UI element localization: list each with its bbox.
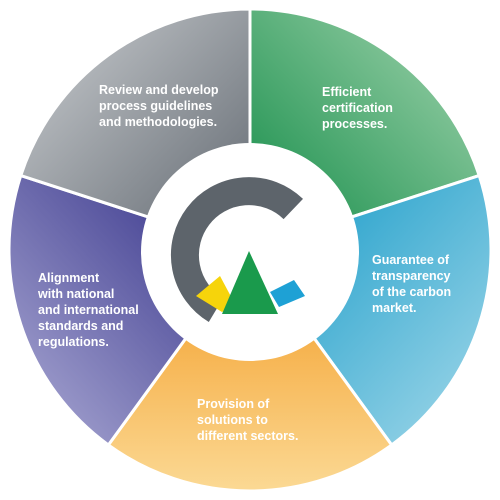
label-review-line1: Review and develop [99,83,219,97]
label-alignment-line2: with national [37,287,114,301]
segment-solutions [106,247,394,493]
label-solutions-line3: different sectors. [197,429,298,443]
label-certification-line3: processes. [322,117,387,131]
label-solutions-line2: solutions to [197,413,268,427]
label-certification-line1: Efficient [322,85,372,99]
label-solutions-line1: Provision of [197,397,270,411]
label-solutions: Provision of solutions to different sect… [197,397,298,443]
label-transparency: Guarantee of transparency of the carbon … [372,253,455,315]
label-alignment-line5: regulations. [38,335,109,349]
label-transparency-line4: market. [372,301,416,315]
label-review: Review and develop process guidelines an… [99,83,222,129]
label-alignment-line1: Alignment [38,271,100,285]
label-review-line3: and methodologies. [99,115,217,129]
label-transparency-line2: transparency [372,269,451,283]
label-alignment-line4: standards and [38,319,123,333]
logo-yellow-piece [196,276,236,312]
label-alignment-line3: and international [38,303,139,317]
label-transparency-line1: Guarantee of [372,253,450,267]
logo-green-triangle [222,251,278,314]
label-transparency-line3: of the carbon [372,285,451,299]
logo-icon [170,177,305,322]
label-certification-line2: certification [322,101,393,115]
logo-blue-piece [270,280,305,307]
label-alignment: Alignment with national and internationa… [37,271,142,349]
label-certification: Efficient certification processes. [322,85,396,131]
label-review-line2: process guidelines [99,99,212,113]
logo-ring [170,177,303,322]
